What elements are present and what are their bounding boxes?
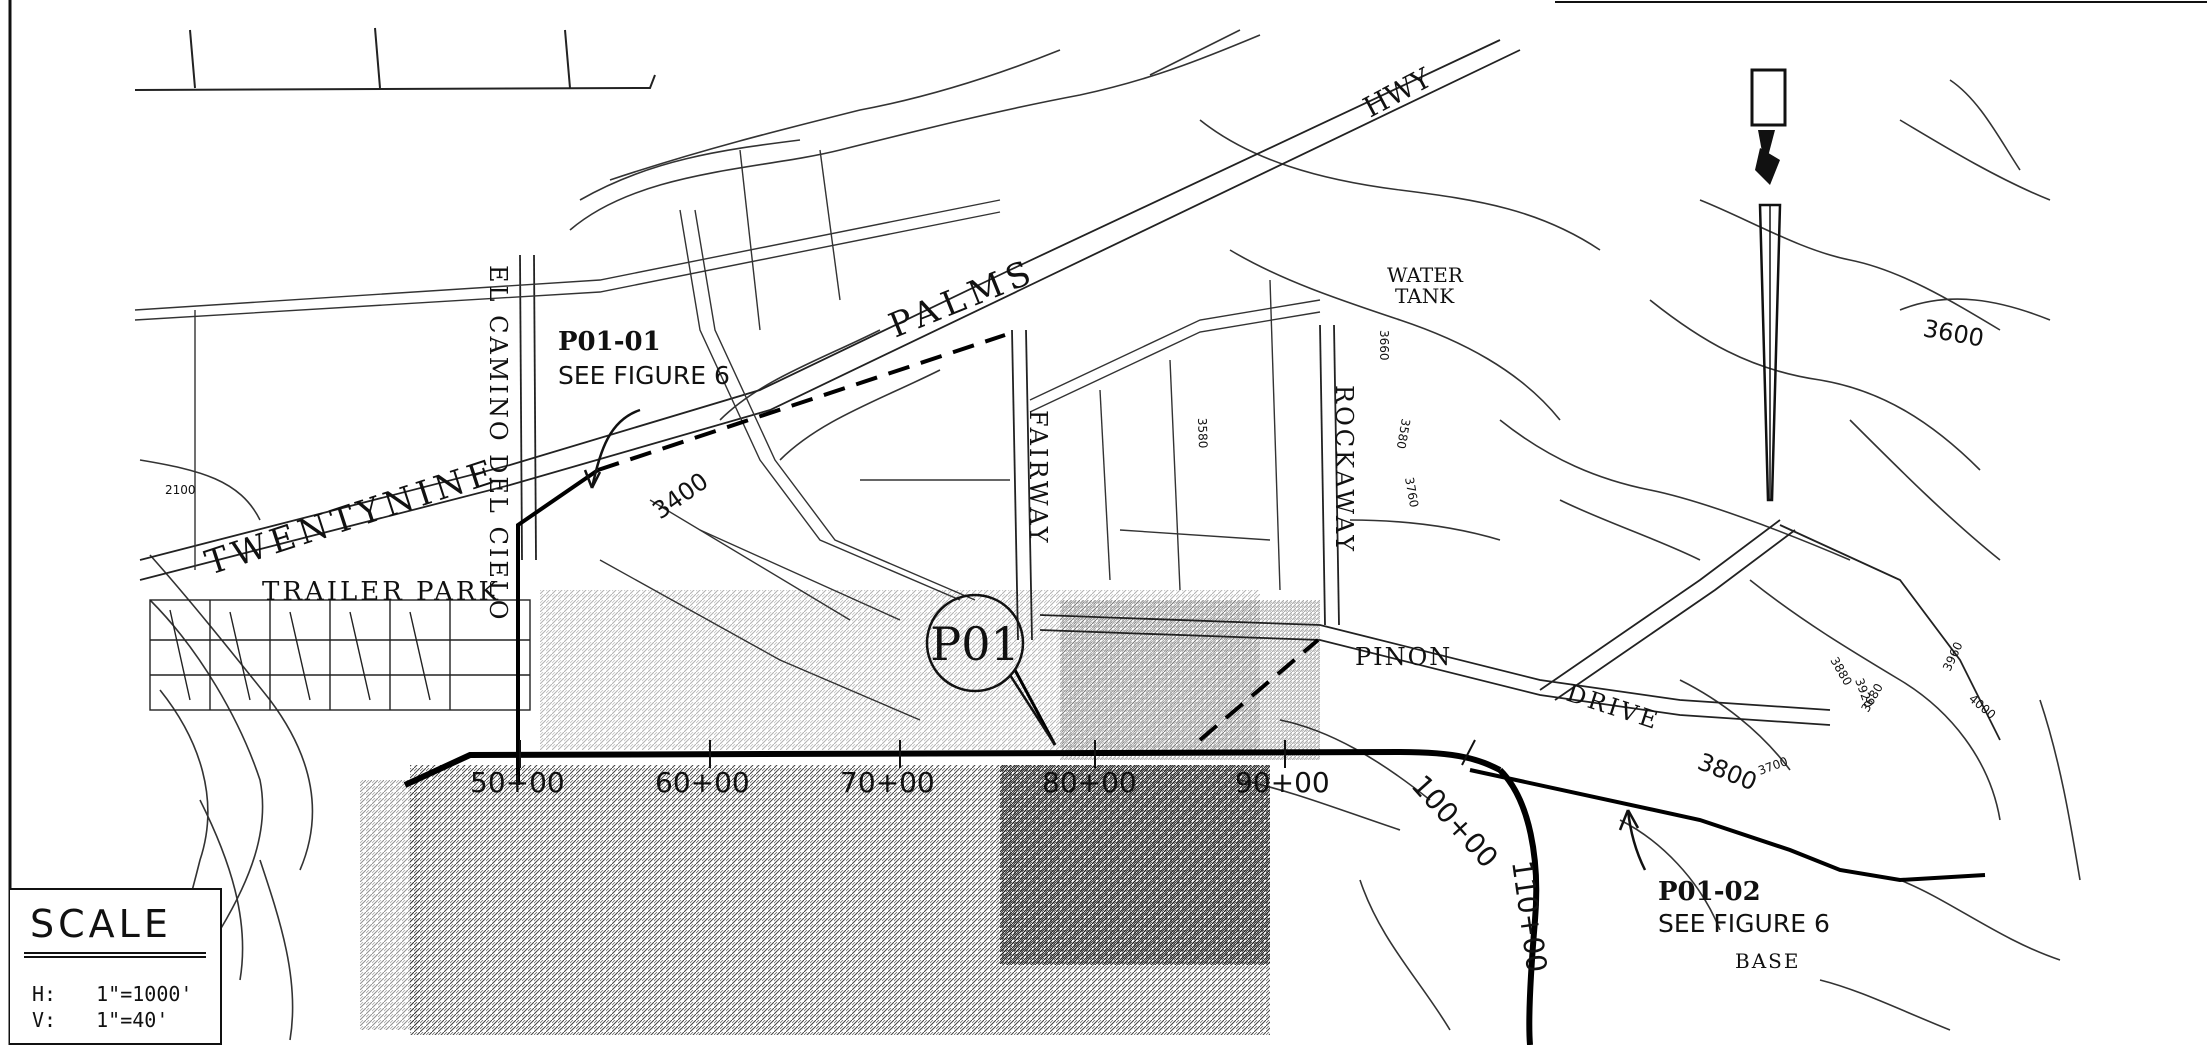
contour-label: 3800 [1694, 748, 1761, 797]
label-water: WATER [1387, 263, 1464, 287]
scale-v-value: 1"=40' [96, 1008, 169, 1032]
scale-v-label: V: [32, 1008, 57, 1032]
parcel-lines-top [134, 27, 656, 91]
scale-vertical-row: V: 1"=40' [32, 1008, 168, 1032]
scale-divider [24, 952, 206, 954]
station-label: 90+00 [1235, 766, 1330, 799]
scale-divider [24, 956, 206, 958]
pipeline-alignment [403, 333, 1986, 1045]
label-tank: TANK [1395, 284, 1455, 308]
contour-label: 3760 [1402, 476, 1421, 509]
contour-label: 3700 [1756, 754, 1789, 778]
callout-p01-02-id: P01-02 [1658, 877, 1761, 907]
contour-label: 4000 [1966, 692, 1998, 722]
station-label: 60+00 [655, 766, 750, 799]
callout-arrows [583, 408, 1647, 871]
contour-label: 3580 [1195, 418, 1210, 449]
road-twentynine-palms-hwy [139, 39, 1521, 581]
scale-title: SCALE [30, 902, 172, 946]
contour-label: 3400 [647, 467, 713, 525]
contour-lines [139, 29, 2081, 1041]
north-arrow-icon [1750, 68, 1787, 502]
callout-p01-02-note: SEE FIGURE 6 [1658, 909, 1830, 938]
road-el-camino-del-cielo [519, 254, 537, 561]
station-label: 50+00 [470, 766, 565, 799]
contour-label: 2100 [165, 483, 196, 497]
station-label: 100+00 [1405, 769, 1505, 875]
feature-labels: WATER TANK BASE [1387, 263, 1800, 973]
label-pinon: PINON [1355, 643, 1452, 671]
label-drive: DRIVE [1563, 679, 1664, 735]
station-label: 110+00 [1505, 858, 1553, 974]
scale-horizontal-row: H: 1"=1000' [32, 982, 192, 1006]
scale-h-value: 1"=1000' [96, 982, 193, 1006]
road-fairway [1011, 329, 1033, 641]
site-marker-p01: P01 [925, 593, 1057, 746]
callout-labels: P01-01 SEE FIGURE 6 P01-02 SEE FIGURE 6 [558, 327, 1830, 938]
callout-p01-01-id: P01-01 [558, 327, 661, 357]
scale-h-label: H: [32, 982, 57, 1006]
label-fairway: FAIRWAY [1024, 410, 1052, 546]
contour-label: 3920 [1852, 676, 1876, 709]
station-ticks [519, 739, 1476, 768]
label-palms: PALMS [883, 251, 1042, 346]
site-marker-label: P01 [930, 617, 1019, 671]
contour-label: 3660 [1377, 330, 1391, 361]
label-twentynine: TWENTYNINE [200, 451, 503, 583]
contour-label: 3580 [1394, 417, 1413, 450]
label-el-camino-del-cielo: EL CAMINO DEL CIELO [484, 265, 512, 622]
label-rockaway: ROCKAWAY [1330, 385, 1358, 554]
scale-box: SCALE H: 1"=1000' V: 1"=40' [10, 888, 222, 1045]
label-trailer-park: TRAILER PARK [262, 577, 501, 607]
trailer-park-grid [149, 599, 531, 711]
dense-terrain-hatch [360, 590, 1320, 1035]
contour-label: 3960 [1940, 640, 1966, 674]
contour-label: 3880 [1827, 655, 1854, 688]
label-base: BASE [1735, 949, 1800, 973]
contour-label: 3600 [1921, 314, 1986, 352]
station-label: 70+00 [840, 766, 935, 799]
label-hwy: HWY [1358, 61, 1437, 124]
road-rockaway [1319, 324, 1340, 626]
station-label: 80+00 [1042, 766, 1137, 799]
map-frame [8, 0, 2207, 1045]
callout-p01-01-note: SEE FIGURE 6 [558, 361, 730, 390]
